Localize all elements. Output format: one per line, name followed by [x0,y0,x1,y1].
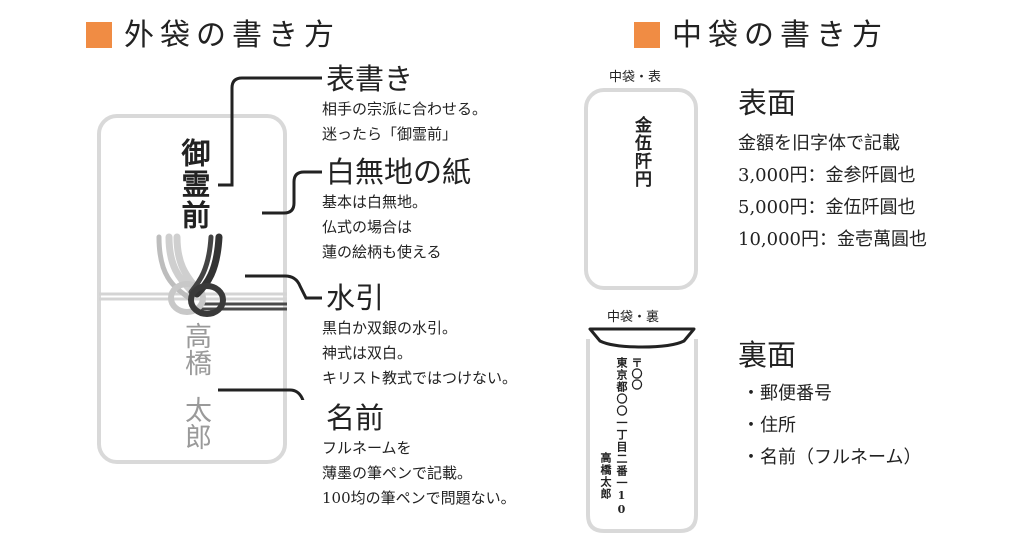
inner-heading-marker [634,22,660,48]
mizuhiki-cord [99,233,287,317]
inner-back-line-1: ・郵便番号 [742,383,832,404]
envelope-given-name: 太郎 [180,396,211,450]
inner-back-caption: 中袋・裏 [607,310,660,325]
callout-title-name: 名前 [326,401,385,435]
inner-front-title: 表面 [738,86,797,120]
callout-title-paper: 白無地の紙 [326,155,472,189]
callout-text-paper-3: 蓮の絵柄も使える [322,243,442,261]
inner-front-line-4: 10,000円：金壱萬圓也 [738,229,927,250]
inner-front-line-3: 5,000円：金伍阡圓也 [738,197,916,218]
inner-heading: 中袋の書き方 [672,18,888,53]
envelope-offering-text: 御霊前 [177,138,211,231]
callout-text-paper-2: 仏式の場合は [322,218,413,236]
callout-leader-lines [218,76,322,400]
callout-text-mizuhiki-3: キリスト教式ではつけない。 [322,369,518,387]
callout-text-mizuhiki-1: 黒白か双銀の水引。 [322,319,458,337]
inner-back-name: 高橋太郎 [599,452,612,500]
callout-text-paper-1: 基本は白無地。 [322,193,428,211]
callout-text-name-3: 100均の筆ペンで問題ない。 [322,489,516,507]
outer-envelope [97,114,287,464]
inner-back-address: 東京都〇〇一丁目二番一10 [615,357,628,517]
callout-title-mizuhiki: 水引 [326,281,385,315]
inner-front-line-1: 金額を旧字体で記載 [738,133,900,154]
callout-text-mizuhiki-2: 神式は双白。 [322,344,413,362]
inner-back-line-3: ・名前（フルネーム） [742,447,922,468]
callout-text-omotegaki-2: 迷ったら「御霊前」 [322,125,458,143]
inner-back-postal: 〒〇〇 [630,357,643,390]
inner-front-line-2: 3,000円：金参阡圓也 [738,165,916,186]
inner-back-line-2: ・住所 [742,415,796,436]
callout-text-name-1: フルネームを [322,439,412,457]
envelope-family-name: 高橋 [180,322,211,376]
outer-heading-marker [86,22,112,48]
inner-front-amount: 金伍阡円 [631,116,651,188]
outer-heading: 外袋の書き方 [124,18,340,53]
callout-text-name-2: 薄墨の筆ペンで記載。 [322,464,473,482]
inner-back-title: 裏面 [738,338,797,372]
callout-text-omotegaki-1: 相手の宗派に合わせる。 [322,100,488,118]
inner-back-envelope [586,327,698,533]
callout-title-omotegaki: 表書き [326,62,414,96]
inner-front-caption: 中袋・表 [609,70,662,85]
inner-front-envelope [584,88,698,290]
